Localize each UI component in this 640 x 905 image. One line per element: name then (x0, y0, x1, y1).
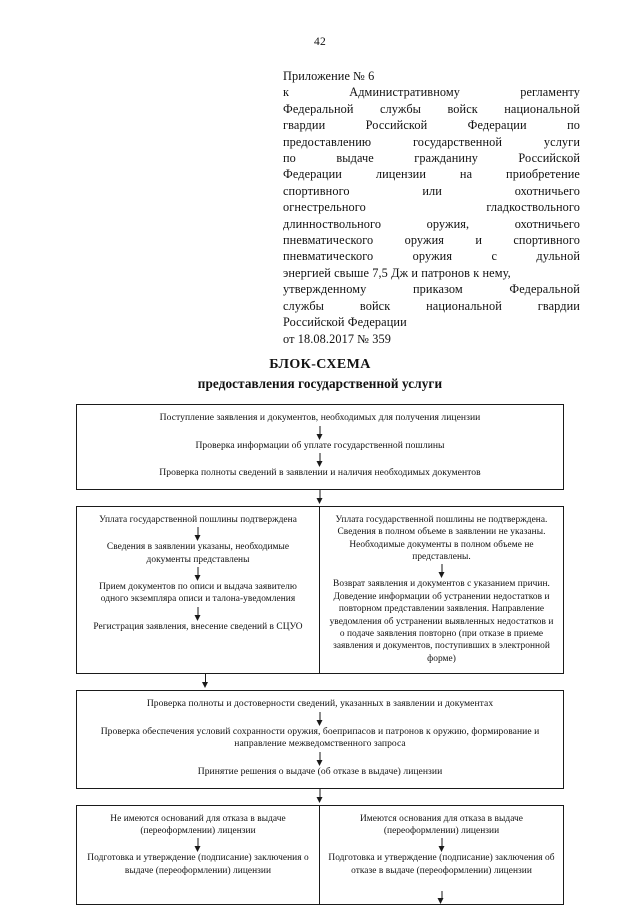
appendix-line: службы войск национальной гвардии (283, 298, 580, 313)
flow-step: Прием документов по описи и выдача заяви… (99, 582, 297, 605)
appendix-line: гвардии Российской Федерации по (283, 118, 580, 133)
flow-step: Регистрация заявления, внесение сведений… (93, 621, 303, 632)
appendix-line: от 18.08.2017 № 359 (283, 331, 391, 346)
down-arrow-icon (328, 837, 555, 852)
flow-step: Проверка информации об уплате государств… (195, 439, 445, 451)
scheme-title: БЛОК-СХЕМА предоставления государственно… (0, 357, 640, 392)
flow-step: Проверка полноты и достоверности сведени… (146, 698, 494, 710)
flow-stage-3: Проверка полноты и достоверности сведени… (76, 690, 564, 789)
flow-stage-4-right: Имеются основания для отказа в выдаче (п… (320, 806, 563, 904)
appendix-line: Федеральной службы войск национальной (283, 101, 580, 116)
appendix-header: Приложение № 6 к Административному регла… (283, 68, 580, 347)
appendix-line: энергией свыше 7,5 Дж и патронов к нему, (283, 265, 511, 280)
down-arrow-icon (328, 563, 555, 578)
flow-step: Проверка обеспечения условий сохранности… (100, 725, 540, 750)
flow-step: Проверка полноты сведений в заявлении и … (159, 467, 481, 479)
flow-step: Поступление заявления и документов, необ… (159, 412, 481, 423)
appendix-line: Российской Федерации (283, 315, 407, 330)
page-number: 42 (313, 36, 327, 48)
appendix-line: Федерации лицензии на приобретение (283, 167, 580, 182)
flow-stage-4-left: Не имеются оснований для отказа в выдаче… (77, 805, 320, 904)
scheme-title-main: БЛОК-СХЕМА (269, 357, 371, 372)
down-arrow-icon (87, 425, 553, 440)
down-arrow-icon (85, 566, 311, 581)
down-arrow-icon (87, 751, 553, 766)
flow-step: Подготовка и утверждение (подписание) за… (87, 853, 309, 876)
down-arrow-icon (85, 526, 311, 541)
flow-stage-4: Не имеются оснований для отказа в выдаче… (76, 804, 564, 905)
flow-step: Не имеются оснований для отказа в выдаче… (110, 813, 286, 837)
flow-step: Уплата государственной пошлины подтвержд… (99, 514, 297, 525)
flow-step: Уплата государственной пошлины не подтве… (335, 514, 548, 562)
flowchart: Поступление заявления и документов, необ… (76, 404, 564, 905)
flow-connector-2-3 (76, 674, 564, 690)
appendix-line: предоставлению государственной услуги (283, 134, 580, 149)
flow-stage-2-right: Уплата государственной пошлины не подтве… (320, 507, 563, 673)
appendix-line: длинноствольного оружия, охотничьего (283, 216, 580, 231)
down-arrow-icon (85, 606, 311, 621)
appendix-line: к Административному регламенту (283, 85, 580, 100)
flow-connector-1-2 (76, 489, 564, 506)
appendix-line: пневматического оружия и спортивного (283, 233, 580, 248)
appendix-line: огнестрельного гладкоствольного (283, 200, 580, 215)
flow-connector-3-4 (76, 788, 564, 805)
appendix-line: спортивного или охотничьего (283, 183, 580, 198)
down-arrow-icon (437, 890, 444, 905)
down-arrow-icon (87, 711, 553, 726)
flow-step: Возврат заявления и документов с указани… (329, 579, 554, 664)
scheme-title-sub: предоставления государственной услуги (197, 376, 443, 391)
appendix-line: по выдаче гражданину Российской (283, 151, 580, 166)
down-arrow-icon (87, 452, 553, 467)
flow-stage-2-left: Уплата государственной пошлины подтвержд… (77, 506, 320, 674)
flow-step: Подготовка и утверждение (подписание) за… (328, 853, 555, 876)
flow-stage-1: Поступление заявления и документов, необ… (76, 404, 564, 490)
flow-step: Имеются основания для отказа в выдаче (п… (359, 813, 524, 837)
down-arrow-icon (85, 837, 311, 852)
appendix-line: утвержденному приказом Федеральной (283, 282, 580, 297)
appendix-line: Приложение № 6 (283, 69, 375, 83)
flow-stage-2: Уплата государственной пошлины подтвержд… (76, 505, 564, 675)
flow-step: Сведения в заявлении указаны, необходимы… (106, 542, 290, 565)
flow-step: Принятие решения о выдаче (об отказе в в… (197, 766, 443, 778)
appendix-line: пневматического оружия с дульной (283, 249, 580, 264)
